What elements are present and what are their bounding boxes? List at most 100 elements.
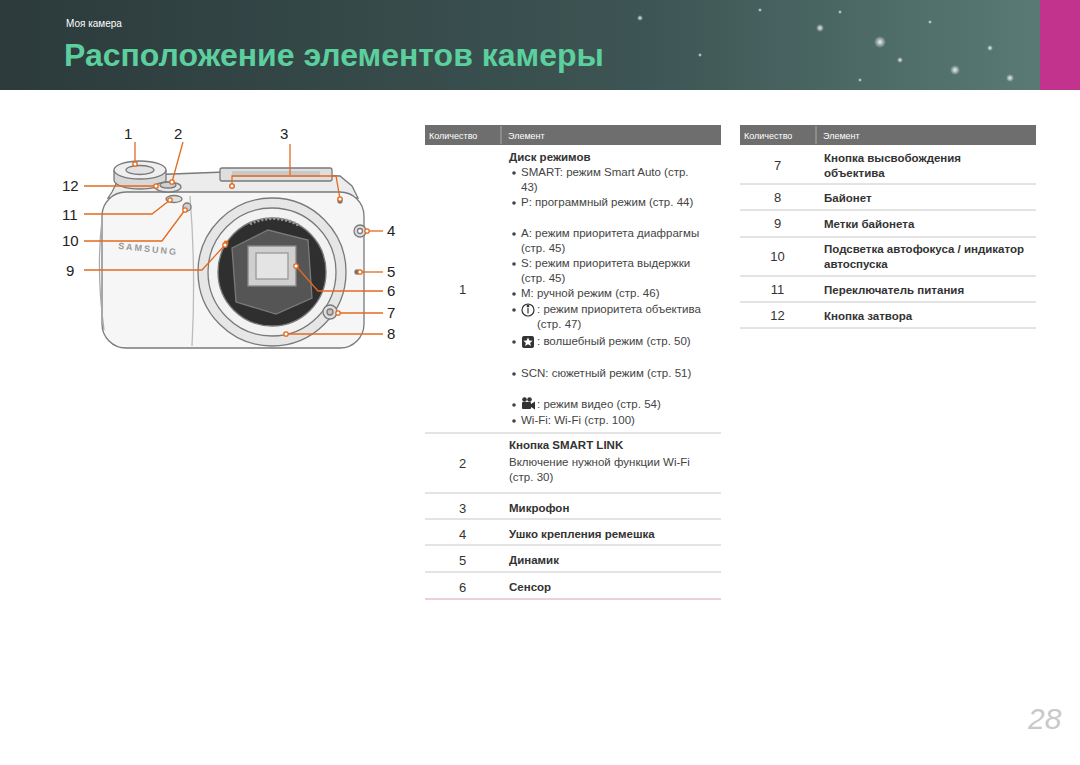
leader-line	[84, 200, 170, 214]
table-header: Количество	[744, 129, 792, 144]
callout-number: 1	[124, 125, 132, 143]
bokeh-dot	[928, 20, 932, 24]
callout-number: 5	[387, 263, 395, 281]
bullet-dot	[512, 372, 516, 376]
table-description: Wi-Fi: Wi-Fi (стр. 100)	[521, 413, 711, 428]
callout-number: 4	[387, 222, 395, 240]
leader-line	[289, 144, 290, 175]
leader-dot	[168, 198, 172, 202]
table-number: 1	[425, 282, 500, 297]
leader-dot	[358, 270, 362, 274]
header-band	[0, 0, 1080, 90]
leader-dot	[133, 162, 137, 166]
table-element: Динамик	[509, 553, 559, 568]
bullet-dot	[512, 403, 516, 407]
bokeh-dot	[698, 53, 702, 57]
table-number: 11	[740, 282, 815, 297]
callout-number: 9	[66, 262, 74, 280]
section-name: Моя камера	[66, 16, 122, 31]
table-element: Переключатель питания	[824, 283, 964, 298]
leader-lines	[84, 142, 383, 336]
callout-number: 2	[174, 125, 182, 143]
table-description: : режим приоритета объектива (стр. 47)	[537, 302, 702, 332]
table-number: 7	[740, 158, 815, 173]
table-number: 3	[425, 501, 500, 516]
callout-number: 7	[387, 304, 395, 322]
table-number: 12	[740, 308, 815, 323]
bokeh-dot	[758, 8, 762, 12]
table-number: 2	[425, 456, 500, 471]
table-element: Ушко крепления ремешка	[509, 527, 655, 542]
table-header: Количество	[429, 129, 477, 144]
callout-number: 3	[280, 125, 288, 143]
leader-dot	[170, 180, 174, 184]
bokeh-dot	[950, 65, 960, 75]
bullet-dot	[512, 171, 516, 175]
table-header: Элемент	[823, 129, 860, 144]
leader-line	[172, 142, 183, 182]
table-description: SMART: режим Smart Auto (стр. 43)	[521, 165, 701, 195]
bokeh-dot	[897, 57, 903, 63]
section-tab	[1040, 0, 1080, 90]
table-number: 6	[425, 580, 500, 595]
bullet-dot	[512, 201, 516, 205]
table-description: S: режим приоритета выдержки (стр. 45)	[521, 256, 701, 286]
mode-icons	[522, 304, 535, 410]
bokeh-dot	[838, 10, 842, 14]
table-element: Кнопка высвобождения объектива	[824, 151, 1014, 181]
bokeh-dot	[987, 45, 993, 51]
table-description: M: ручной режим (стр. 46)	[521, 286, 711, 301]
table-element: Сенсор	[509, 580, 551, 595]
bullet-dot	[512, 419, 516, 423]
bokeh-dot	[874, 36, 886, 48]
leader-dot	[230, 184, 234, 188]
leader-dot	[284, 332, 288, 336]
bokeh-dot	[816, 24, 824, 32]
leader-dot	[338, 197, 342, 201]
callout-number: 8	[387, 325, 395, 343]
table-number: 9	[740, 216, 815, 231]
table-number: 4	[425, 527, 500, 542]
leader-line	[134, 142, 135, 162]
leader-dot	[223, 243, 227, 247]
leader-dot	[294, 264, 298, 268]
bokeh-dots	[637, 8, 1014, 82]
bokeh-dot	[1006, 74, 1014, 82]
table-description: : режим видео (стр. 54)	[537, 397, 712, 412]
leader-line	[360, 271, 383, 272]
table-header: Элемент	[508, 129, 545, 144]
bokeh-dot	[858, 78, 862, 82]
table-description: SCN: сюжетный режим (стр. 51)	[521, 366, 701, 381]
bullet-dot	[512, 340, 516, 344]
leader-line	[338, 312, 383, 313]
leader-line	[232, 176, 340, 199]
table-element: Микрофон	[509, 501, 569, 516]
leader-dot	[336, 311, 340, 315]
leader-dot	[183, 208, 187, 212]
table-description: : волшебный режим (стр. 50)	[537, 334, 702, 349]
leader-line	[84, 210, 185, 241]
page-number: 28	[1028, 702, 1061, 736]
leader-line	[84, 185, 156, 186]
table-description: P: программный режим (стр. 44)	[521, 195, 701, 210]
table-element: Кнопка затвора	[824, 309, 912, 324]
table-element: Подсветка автофокуса / индикатор автоспу…	[824, 242, 1029, 272]
table-grid	[425, 125, 1036, 599]
table-description: Включение нужной функции Wi-Fi (стр. 30)	[509, 455, 709, 485]
callout-number: 10	[62, 232, 79, 250]
page-title: Расположение элементов камеры	[64, 36, 604, 74]
bullet-dot	[512, 262, 516, 266]
bullet-dots	[512, 171, 516, 423]
bullet-dot	[512, 232, 516, 236]
callout-number: 6	[387, 282, 395, 300]
table-element: Кнопка SMART LINK	[509, 438, 623, 453]
table-element: Метки байонета	[824, 217, 914, 232]
table-number: 8	[740, 190, 815, 205]
bokeh-dot	[637, 15, 643, 21]
table-description: A: режим приоритета диафрагмы (стр. 45)	[521, 226, 701, 256]
table-number: 5	[425, 553, 500, 568]
camera-illustration	[99, 161, 366, 348]
table-element: Диск режимов	[509, 150, 591, 165]
